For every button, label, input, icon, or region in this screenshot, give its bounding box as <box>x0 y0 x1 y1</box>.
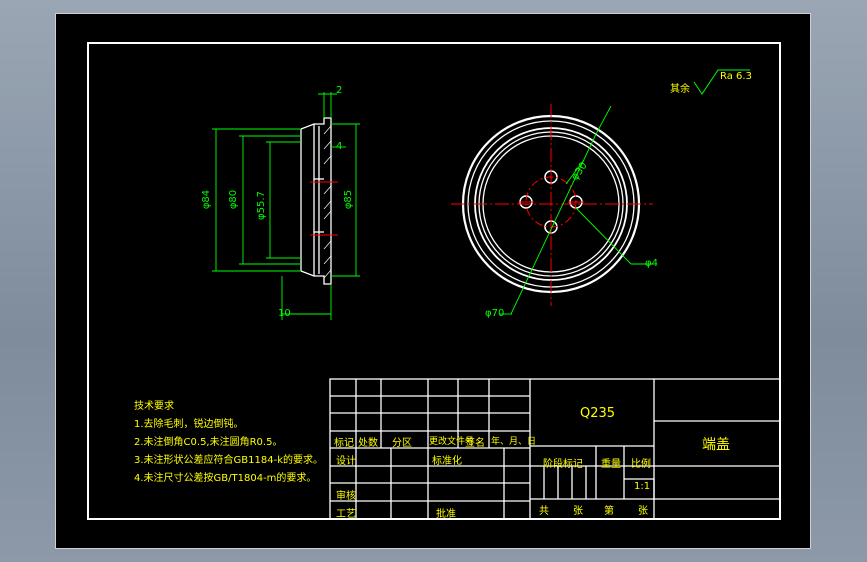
sheet-no-label: 第 <box>604 506 614 517</box>
roughness-value: Ra 6.3 <box>720 71 752 82</box>
front-view-dimensions <box>499 105 654 315</box>
rev-header: 分区 <box>392 438 412 449</box>
part-name: 端盖 <box>702 437 730 453</box>
scale-value: 1:1 <box>634 481 651 492</box>
dim-side: 4 <box>336 141 343 152</box>
design-label: 设计 <box>336 456 356 467</box>
dim-mid-diameter: φ80 <box>228 189 240 210</box>
note-item: 4.未注尺寸公差按GB/T1804-m的要求。 <box>134 473 317 484</box>
dim-right-diameter: φ85 <box>343 189 355 210</box>
roughness-label: 其余 <box>670 84 690 95</box>
dim-hole: φ4 <box>645 258 658 269</box>
side-view-holes <box>310 181 338 236</box>
weight-label: 重量 <box>601 459 621 470</box>
sheets-unit-label: 张 <box>573 506 583 517</box>
rev-header: 签名 <box>465 438 485 449</box>
dim-top: 2 <box>336 85 343 96</box>
note-item: 2.未注倒角C0.5,未注圆角R0.5。 <box>134 437 283 448</box>
front-view-centerlines <box>451 104 653 306</box>
rev-header: 处数 <box>358 438 378 449</box>
drawing-sheet <box>87 42 781 520</box>
side-view <box>300 117 332 285</box>
note-item: 3.未注形状公差应符合GB1184-k的要求。 <box>134 455 323 466</box>
approve-label: 批准 <box>436 509 456 520</box>
dim-inner-diameter: φ55.7 <box>255 191 267 220</box>
dim-outer-diameter: φ84 <box>201 189 213 210</box>
scale-label: 比例 <box>631 459 651 470</box>
material: Q235 <box>580 406 616 421</box>
process-label: 工艺 <box>336 509 356 520</box>
roughness-symbol <box>693 69 750 95</box>
stage-mark-label: 阶段标记 <box>543 459 583 470</box>
drawing-canvas: 技术要求 1.去除毛刺，锐边倒钝。 2.未注倒角C0.5,未注圆角R0.5。 3… <box>55 13 811 549</box>
standardize-label: 标准化 <box>432 456 462 467</box>
side-view-dimensions <box>212 92 360 320</box>
rev-header: 标记 <box>334 438 354 449</box>
rev-header: 更改文件号 <box>429 437 475 447</box>
title-block <box>329 378 781 520</box>
dim-bottom: 10 <box>278 308 291 319</box>
notes-title: 技术要求 <box>134 401 174 412</box>
total-sheets-label: 共 <box>539 506 549 517</box>
note-item: 1.去除毛刺，锐边倒钝。 <box>134 419 244 430</box>
rev-header: 年、月、日 <box>491 437 537 447</box>
dim-pcd: φ70 <box>485 308 505 319</box>
side-view-hatch <box>323 125 332 279</box>
review-label: 审核 <box>336 491 356 502</box>
sheet-unit-label: 张 <box>638 506 648 517</box>
